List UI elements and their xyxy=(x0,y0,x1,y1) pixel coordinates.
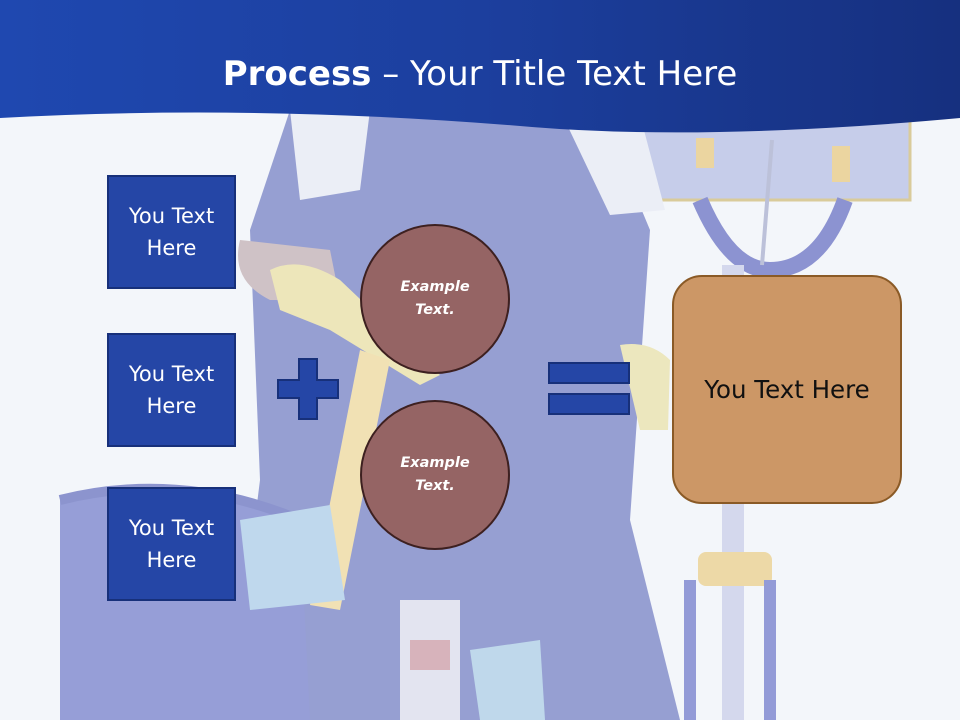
left-box-label: You Text Here xyxy=(128,516,215,572)
title-rest: – Your Title Text Here xyxy=(371,54,738,94)
circle-label: Example Text. xyxy=(400,455,470,494)
slide-title: Process – Your Title Text Here xyxy=(0,52,960,96)
left-box-3: You Text Here xyxy=(107,487,236,601)
equals-icon xyxy=(548,362,630,415)
plus-icon xyxy=(277,358,339,420)
header-band xyxy=(0,0,960,133)
result-label: You Text Here xyxy=(704,375,870,404)
example-circle-1: Example Text. xyxy=(360,224,510,374)
circle-label: Example Text. xyxy=(400,279,470,318)
left-box-2: You Text Here xyxy=(107,333,236,447)
left-box-1: You Text Here xyxy=(107,175,236,289)
left-box-label: You Text Here xyxy=(128,362,215,418)
example-circle-2: Example Text. xyxy=(360,400,510,550)
result-box: You Text Here xyxy=(672,275,902,504)
left-box-label: You Text Here xyxy=(128,204,215,260)
title-bold: Process xyxy=(222,54,372,94)
